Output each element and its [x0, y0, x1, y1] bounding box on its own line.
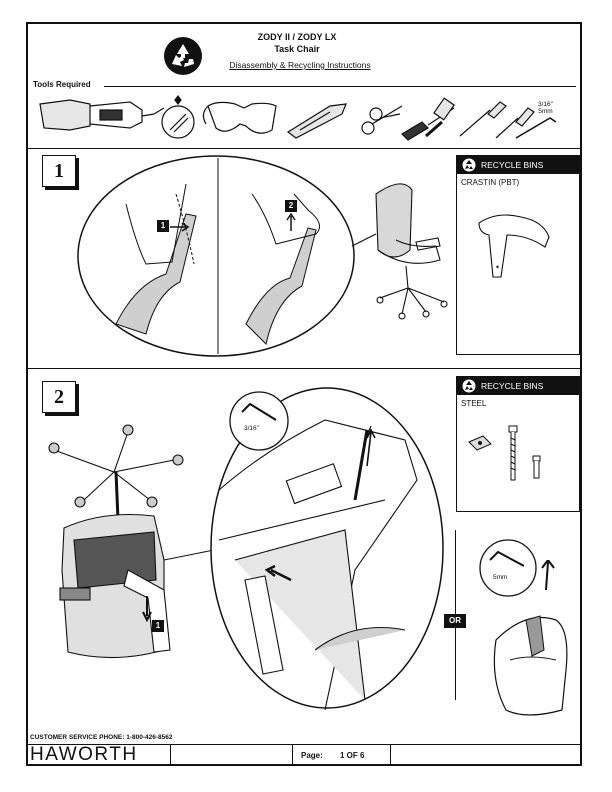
bin-material: CRASTIN (PBT) — [461, 178, 520, 187]
bin-material: STEEL — [461, 399, 487, 408]
step-2-chair-illustration — [48, 424, 214, 659]
hammer-icon — [425, 97, 455, 138]
haworth-logo: HAWORTH — [30, 744, 138, 765]
allen-key-5mm-detail — [479, 539, 537, 597]
pbt-part-illustration: ✶ — [478, 214, 550, 278]
phillips-screwdriver-icon — [495, 107, 535, 139]
step-1-illustration — [77, 155, 448, 357]
tools-label: Tools Required — [33, 80, 91, 89]
product-name: Task Chair — [274, 44, 320, 54]
or-label: OR — [444, 614, 466, 628]
step-2-recycle-bin: RECYCLE BINS STEEL — [456, 376, 580, 512]
torx-bit-icon — [161, 95, 195, 139]
bin-header: RECYCLE BINS — [457, 377, 579, 395]
footer-divider — [390, 744, 391, 765]
key-label-5mm: 5mm — [493, 574, 508, 581]
divider-tools — [27, 148, 581, 149]
allen-size-2: 5mm — [538, 108, 553, 115]
page-number: 1 OF 6 — [340, 751, 365, 760]
screwdriver-icon — [459, 101, 507, 137]
recycle-icon — [462, 379, 476, 393]
scissors-icon — [361, 105, 403, 135]
footer-bar — [27, 744, 581, 766]
page-label: Page: — [301, 751, 323, 760]
page-frame — [26, 22, 582, 766]
step-1-recycle-bin: RECYCLE BINS CRASTIN (PBT) ✶ — [456, 155, 580, 355]
tools-strip — [39, 95, 557, 141]
magnified-view — [77, 155, 355, 357]
footer-divider — [292, 744, 293, 765]
arrow-right-icon — [170, 222, 190, 232]
step-2-callout-1: 1 — [152, 620, 164, 632]
drill-icon — [39, 99, 165, 131]
document-subtitle: Disassembly & Recycling Instructions — [229, 60, 371, 70]
allen-key-icon — [515, 117, 557, 139]
allen-size-1: 3/16" — [538, 101, 553, 108]
recycle-icon — [164, 37, 202, 75]
allen-key-3-16-detail — [229, 391, 289, 451]
step-2-badge: 2 — [42, 381, 76, 413]
divider-step-1 — [27, 368, 581, 369]
document-title: ZODY II / ZODY LX Task Chair — [212, 31, 382, 55]
model-name: ZODY II / ZODY LX — [257, 32, 337, 42]
bin-header: RECYCLE BINS — [457, 156, 579, 174]
bin-title: RECYCLE BINS — [481, 381, 544, 391]
step-1-callout-2: 2 — [285, 200, 297, 212]
step-1-callout-1: 1 — [157, 220, 169, 232]
svg-text:✶: ✶ — [495, 264, 500, 271]
back-bracket-illustration — [493, 560, 568, 716]
allen-key-sizes: 3/16" 5mm — [538, 101, 553, 115]
step-1-badge: 1 — [42, 155, 76, 187]
steel-parts-illustration — [468, 425, 541, 481]
key-label-3-16: 3/16" — [244, 425, 259, 432]
customer-service-phone: CUSTOMER SERVICE PHONE: 1-800-426-8562 — [30, 734, 173, 741]
safety-glasses-icon — [202, 101, 277, 134]
step-2-magnified-view — [210, 387, 444, 711]
footer-divider — [170, 744, 171, 765]
utility-knife-icon — [286, 103, 347, 139]
bin-title: RECYCLE BINS — [481, 160, 544, 170]
recycle-icon — [462, 158, 476, 172]
arrow-up-icon — [286, 213, 296, 231]
tools-rule — [104, 86, 576, 87]
